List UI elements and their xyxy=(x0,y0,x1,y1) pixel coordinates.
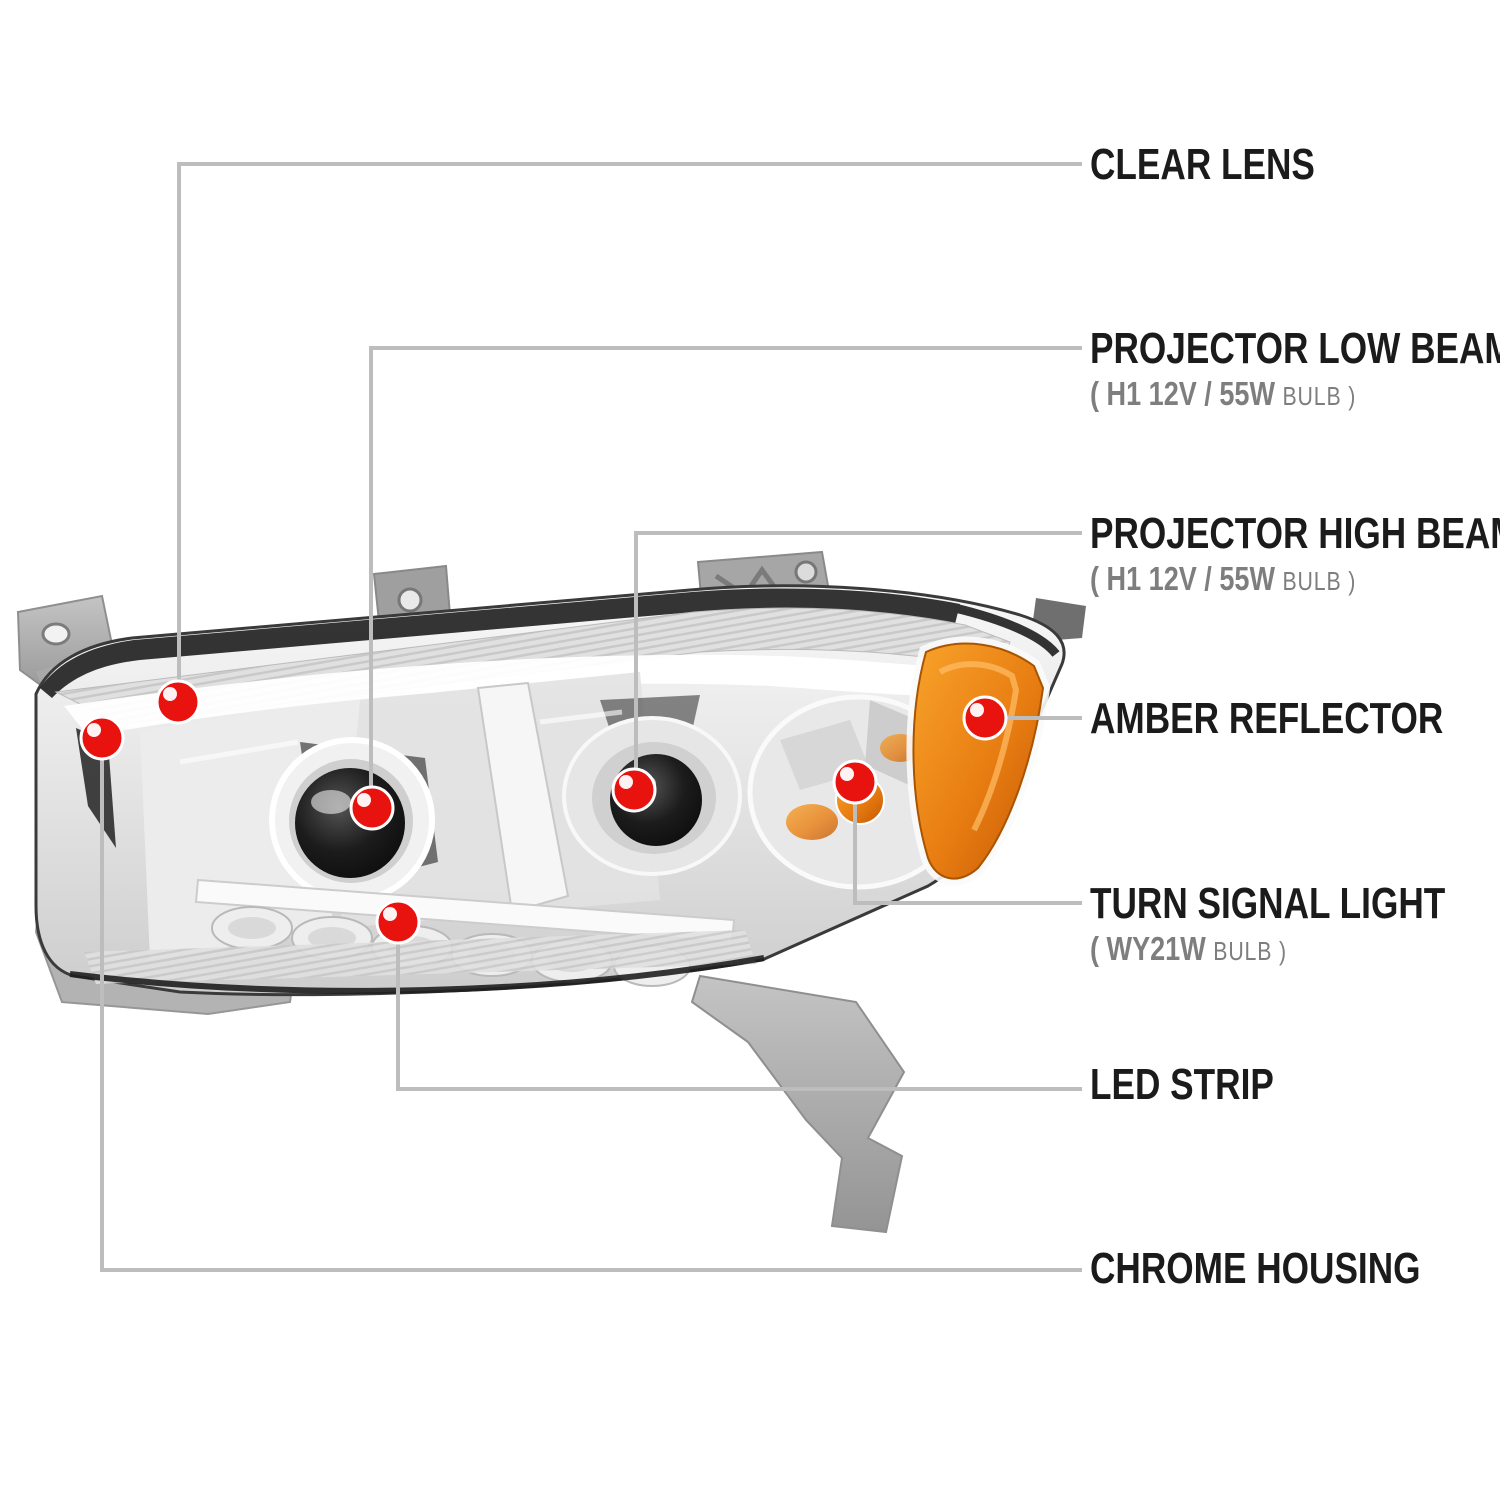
marker-high-beam xyxy=(611,767,657,813)
headlight-illustration xyxy=(16,550,1086,1234)
bracket-hole xyxy=(41,622,71,646)
bracket-hole xyxy=(794,560,818,584)
marker-low-beam xyxy=(349,785,395,831)
amber-reflector-lens xyxy=(912,642,1045,880)
bottom-edge xyxy=(69,955,765,994)
chrome-divider xyxy=(476,681,570,914)
led-segment-inner xyxy=(228,917,276,939)
amber-reflector-area xyxy=(906,636,1051,886)
leader-line-turn-signal xyxy=(853,784,1082,905)
leader-line-high-beam xyxy=(634,531,1082,788)
top-trim xyxy=(40,588,960,698)
high-beam-projector xyxy=(562,695,742,876)
bottom-rim xyxy=(84,930,756,984)
marker-chrome-housing xyxy=(79,715,125,761)
amber-reflection xyxy=(786,804,838,840)
bracket-hole xyxy=(397,587,423,613)
leader-lines xyxy=(100,162,1082,1272)
marker-turn-signal xyxy=(832,759,878,805)
top-trim-tip xyxy=(953,603,1060,657)
leader-line-chrome-housing xyxy=(100,740,1082,1272)
point-markers xyxy=(79,679,1008,945)
amber-highlight xyxy=(938,661,1020,832)
drl-light-bar xyxy=(64,654,1012,736)
lens-sparkle xyxy=(179,709,623,765)
leader-line-clear-lens xyxy=(177,162,1082,700)
lens-highlight xyxy=(311,790,351,814)
leader-line-led-strip xyxy=(396,924,1082,1091)
marker-led-strip xyxy=(375,899,421,945)
mounting-bracket-bottom-right xyxy=(690,974,906,1234)
marker-amber-reflector xyxy=(962,695,1008,741)
leader-line-low-beam xyxy=(369,346,1082,806)
marker-clear-lens xyxy=(155,679,201,725)
